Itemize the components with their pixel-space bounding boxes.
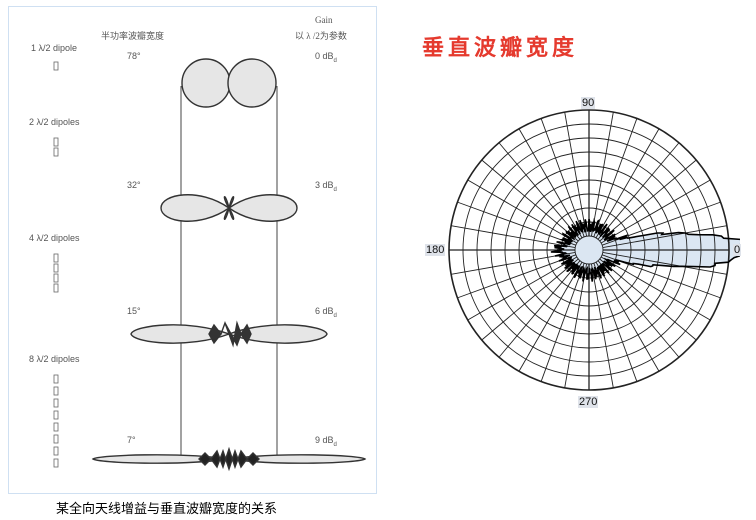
grid-spoke (595, 128, 660, 239)
beamwidth-header: 半功率波瓣宽度 (101, 31, 165, 41)
angle-label-90: 90 (581, 97, 596, 109)
grid-spoke (595, 261, 660, 372)
grid-spoke (481, 159, 579, 242)
lobe-1-right (227, 58, 277, 108)
grid-spoke (457, 254, 576, 299)
side-lobes-2 (223, 196, 235, 220)
gain-value: 9 dBd (315, 435, 337, 448)
grid-spoke (518, 261, 583, 372)
row-label: 8 λ/2 dipoles (29, 354, 80, 364)
grid-spoke (599, 258, 697, 341)
dipole-icons (53, 61, 59, 468)
gain-value: 6 dBd (315, 306, 337, 319)
gain-value: 0 dBd (315, 51, 337, 64)
lobe-8-right (228, 454, 367, 464)
grid-spoke (599, 159, 697, 242)
side-lobes-8 (198, 446, 260, 472)
row-label: 4 λ/2 dipoles (29, 233, 80, 243)
grid-spoke (518, 128, 583, 239)
row-label: 2 λ/2 dipoles (29, 117, 80, 127)
grid-spoke (590, 112, 614, 237)
polar-plot (448, 109, 740, 391)
grid-spoke (467, 179, 578, 244)
side-lobes-4 (208, 320, 252, 348)
angle-label-0: 0 (733, 244, 742, 256)
grid-spoke (597, 142, 680, 240)
angle-label-270: 270 (578, 396, 599, 408)
grid-spoke (451, 251, 576, 275)
grid-spoke (467, 256, 578, 321)
row-label: 1 λ/2 dipole (31, 43, 78, 53)
grid-spoke (600, 179, 711, 244)
grid-spoke (498, 142, 581, 240)
lobe-4-left (130, 324, 231, 344)
grid-spoke (590, 263, 614, 388)
polar-title: 垂直波瓣宽度 (422, 35, 579, 60)
grid-spoke (451, 225, 576, 249)
angle-label-180: 180 (425, 244, 446, 256)
grid-spoke (564, 263, 588, 388)
grid-spoke (593, 118, 638, 237)
radiation-pattern (550, 217, 740, 282)
lobe-4-right (227, 324, 328, 344)
lobe-diagram (53, 58, 367, 472)
grid-spoke (540, 118, 585, 237)
grid-spoke (498, 260, 581, 358)
grid-spoke (602, 251, 727, 275)
lobe-8-left (91, 454, 230, 464)
beamwidth-value: 15° (127, 306, 141, 316)
grid-spoke (597, 260, 680, 358)
grid-spoke (602, 225, 727, 249)
grid-spoke (593, 263, 638, 382)
gain-header: Gain (315, 15, 333, 25)
beamwidth-value: 32° (127, 180, 141, 190)
gain-value: 3 dBd (315, 180, 337, 193)
grid-spoke (457, 201, 576, 246)
grid-spoke (564, 112, 588, 237)
lobe-2-right (227, 194, 298, 222)
gain-subheader: 以 λ /2为参数 (295, 31, 347, 41)
grid-spoke (481, 258, 579, 341)
caption: 某全向天线增益与垂直波瓣宽度的关系 (56, 501, 278, 516)
beamwidth-value: 7° (127, 435, 136, 445)
antenna-gain-diagram: 半功率波瓣宽度 Gain 以 λ /2为参数 1 λ/2 dipole 78° … (8, 6, 377, 494)
beamwidth-value: 78° (127, 51, 141, 61)
lobe-1-left (181, 58, 231, 108)
grid-spoke (600, 256, 711, 321)
lobe-2-left (160, 194, 231, 222)
grid-spoke (540, 263, 585, 382)
